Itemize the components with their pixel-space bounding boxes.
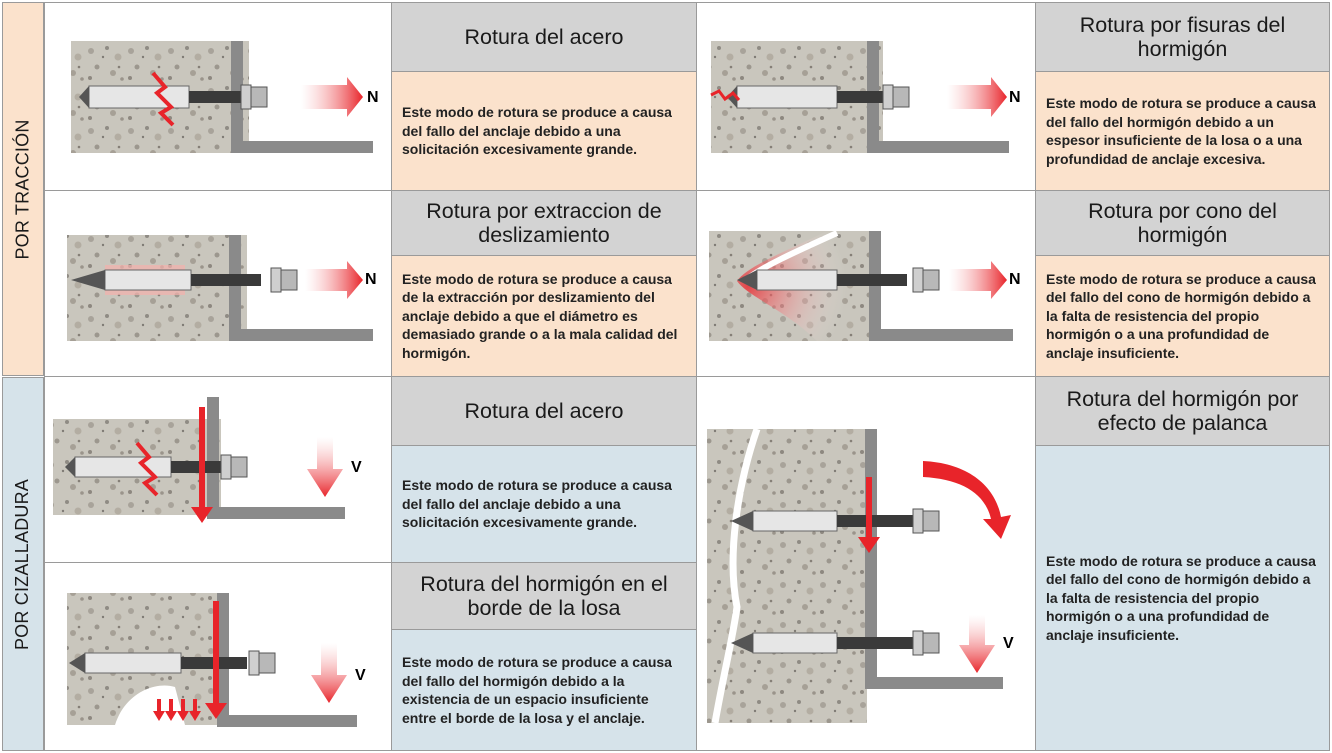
force-label: V — [355, 667, 366, 684]
cell5-title: Rotura del acero — [391, 376, 697, 446]
force-label: V — [1003, 635, 1014, 652]
illustration-concrete-cone: N — [696, 190, 1036, 377]
illustration-pull-out-failure: N — [44, 190, 392, 377]
illustration-edge-failure: V — [44, 562, 392, 751]
cell7-title: Rotura del hormigón por efecto de palanc… — [1035, 376, 1330, 446]
section-cizalladura-label: POR CIZALLADURA — [12, 478, 33, 650]
cell1-description: Este modo de rotura se produce a causa d… — [391, 71, 697, 191]
cell2-description: Este modo de rotura se produce a causa d… — [1035, 71, 1330, 191]
cell1-title: Rotura del acero — [391, 2, 697, 72]
section-traccion-label: POR TRACCIÓN — [12, 118, 33, 260]
cell5-description: Este modo de rotura se produce a causa d… — [391, 445, 697, 563]
section-traccion: POR TRACCIÓN — [2, 2, 44, 376]
illustration-concrete-splitting: N — [696, 2, 1036, 191]
force-label: N — [367, 89, 379, 106]
section-cizalladura: POR CIZALLADURA — [2, 377, 44, 751]
cell2-title: Rotura por fisuras del hormigón — [1035, 2, 1330, 72]
force-label: V — [351, 459, 362, 476]
cell4-title: Rotura por cono del hormigón — [1035, 190, 1330, 256]
illustration-steel-failure-shear: V — [44, 376, 392, 563]
cell6-description: Este modo de rotura se produce a causa d… — [391, 629, 697, 751]
cell7-description: Este modo de rotura se produce a causa d… — [1035, 445, 1330, 751]
force-label: N — [1009, 271, 1021, 288]
illustration-pryout-failure: V — [696, 376, 1036, 751]
force-label: N — [365, 271, 377, 288]
cell3-title: Rotura por extraccion de deslizamiento — [391, 190, 697, 256]
cell4-description: Este modo de rotura se produce a causa d… — [1035, 255, 1330, 377]
force-label: N — [1009, 89, 1021, 106]
cell3-description: Este modo de rotura se produce a causa d… — [391, 255, 697, 377]
cell6-title: Rotura del hormigón en el borde de la lo… — [391, 562, 697, 630]
illustration-steel-failure-tension: N — [44, 2, 392, 191]
